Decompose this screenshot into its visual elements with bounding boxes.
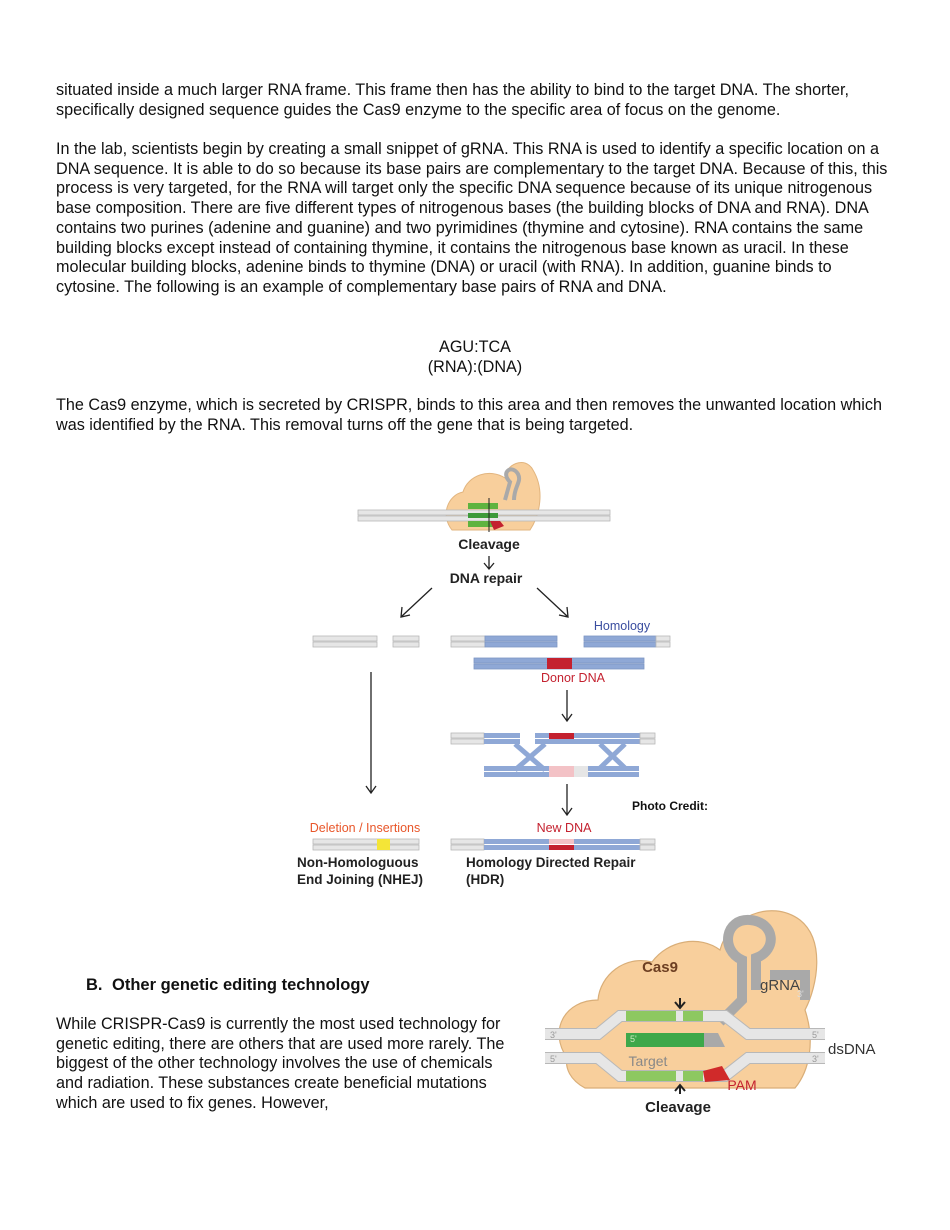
- nhej-label-1: Non-Homologuous: [297, 855, 418, 870]
- paragraph-1: situated inside a much larger RNA frame.…: [56, 81, 849, 119]
- example-pair: AGU:TCA: [439, 338, 511, 356]
- paragraph-2: In the lab, scientists begin by creating…: [56, 140, 888, 296]
- cleavage-label: Cleavage: [458, 536, 520, 552]
- pam-label: PAM: [727, 1077, 756, 1093]
- section-b-body: While CRISPR-Cas9 is currently the most …: [56, 1015, 505, 1112]
- photo-credit: Photo Credit:: [632, 799, 708, 813]
- new-dna-label: New DNA: [537, 821, 593, 835]
- end-label-3-right: 3': [812, 1054, 819, 1064]
- strand-invasion: [450, 732, 656, 777]
- section-b-title: Other genetic editing technology: [112, 976, 370, 994]
- nhej-result-dna: [312, 838, 420, 851]
- section-b-heading: B. Other genetic editing technology: [86, 976, 370, 995]
- cas9-complex-figure: Cas9 gRNA dsDNA Target PAM Cleavage 3' 5…: [545, 910, 876, 1116]
- paragraph-3: The Cas9 enzyme, which is secreted by CR…: [56, 396, 882, 434]
- end-label-5-guide: 5': [630, 1034, 637, 1044]
- deletion-label: Deletion / Insertions: [310, 821, 420, 835]
- dna-repair-figure: Cleavage DNA repair Homology Donor DNA: [297, 462, 708, 887]
- donor-dna: [473, 657, 645, 670]
- grna-label: gRNA: [760, 977, 800, 994]
- end-label-3-grna: 3': [797, 989, 804, 999]
- dsdna-label: dsDNA: [828, 1041, 876, 1058]
- hdr-result-dna: [450, 838, 656, 851]
- nhej-label-2: End Joining (NHEJ): [297, 872, 423, 887]
- homology-label: Homology: [594, 619, 651, 633]
- end-label-5-right: 5': [812, 1030, 819, 1040]
- hdr-label-1: Homology Directed Repair: [466, 855, 636, 870]
- section-b-number: B.: [86, 976, 103, 994]
- cleavage-label-2: Cleavage: [645, 1099, 711, 1116]
- donor-dna-label: Donor DNA: [541, 671, 606, 685]
- broken-dna-nhej: [312, 635, 420, 648]
- end-label-5-left: 5': [550, 1054, 557, 1064]
- broken-dna-hdr: [450, 635, 671, 648]
- end-label-3-left: 3': [550, 1030, 557, 1040]
- cas9-label: Cas9: [642, 959, 678, 976]
- hdr-label-2: (HDR): [466, 872, 504, 887]
- target-label: Target: [629, 1053, 668, 1069]
- example-label: (RNA):(DNA): [427, 358, 523, 376]
- dna-repair-label: DNA repair: [450, 570, 523, 586]
- cas9-complex-top: [357, 462, 611, 532]
